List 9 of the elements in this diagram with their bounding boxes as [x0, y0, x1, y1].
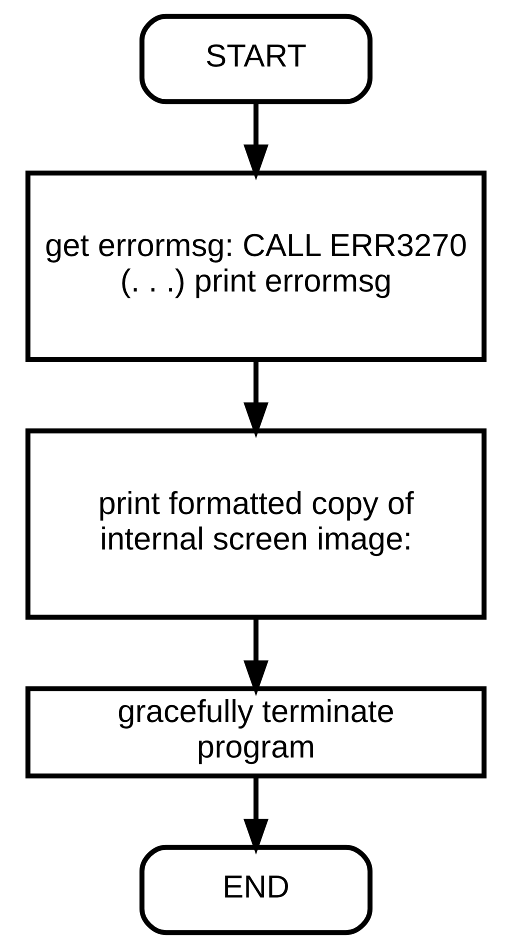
arrow: [242, 102, 268, 180]
node-box: gracefully terminate program: [24, 686, 486, 778]
arrow: [242, 776, 268, 855]
arrow: [242, 617, 268, 696]
node-box: START: [138, 14, 372, 104]
node-box: END: [138, 844, 372, 936]
node-box: print formatted copy of internal screen image:: [24, 428, 486, 620]
node-box: get errormsg: CALL ERR3270 (. . .) print errormsg: [24, 170, 486, 362]
arrow: [242, 360, 268, 438]
